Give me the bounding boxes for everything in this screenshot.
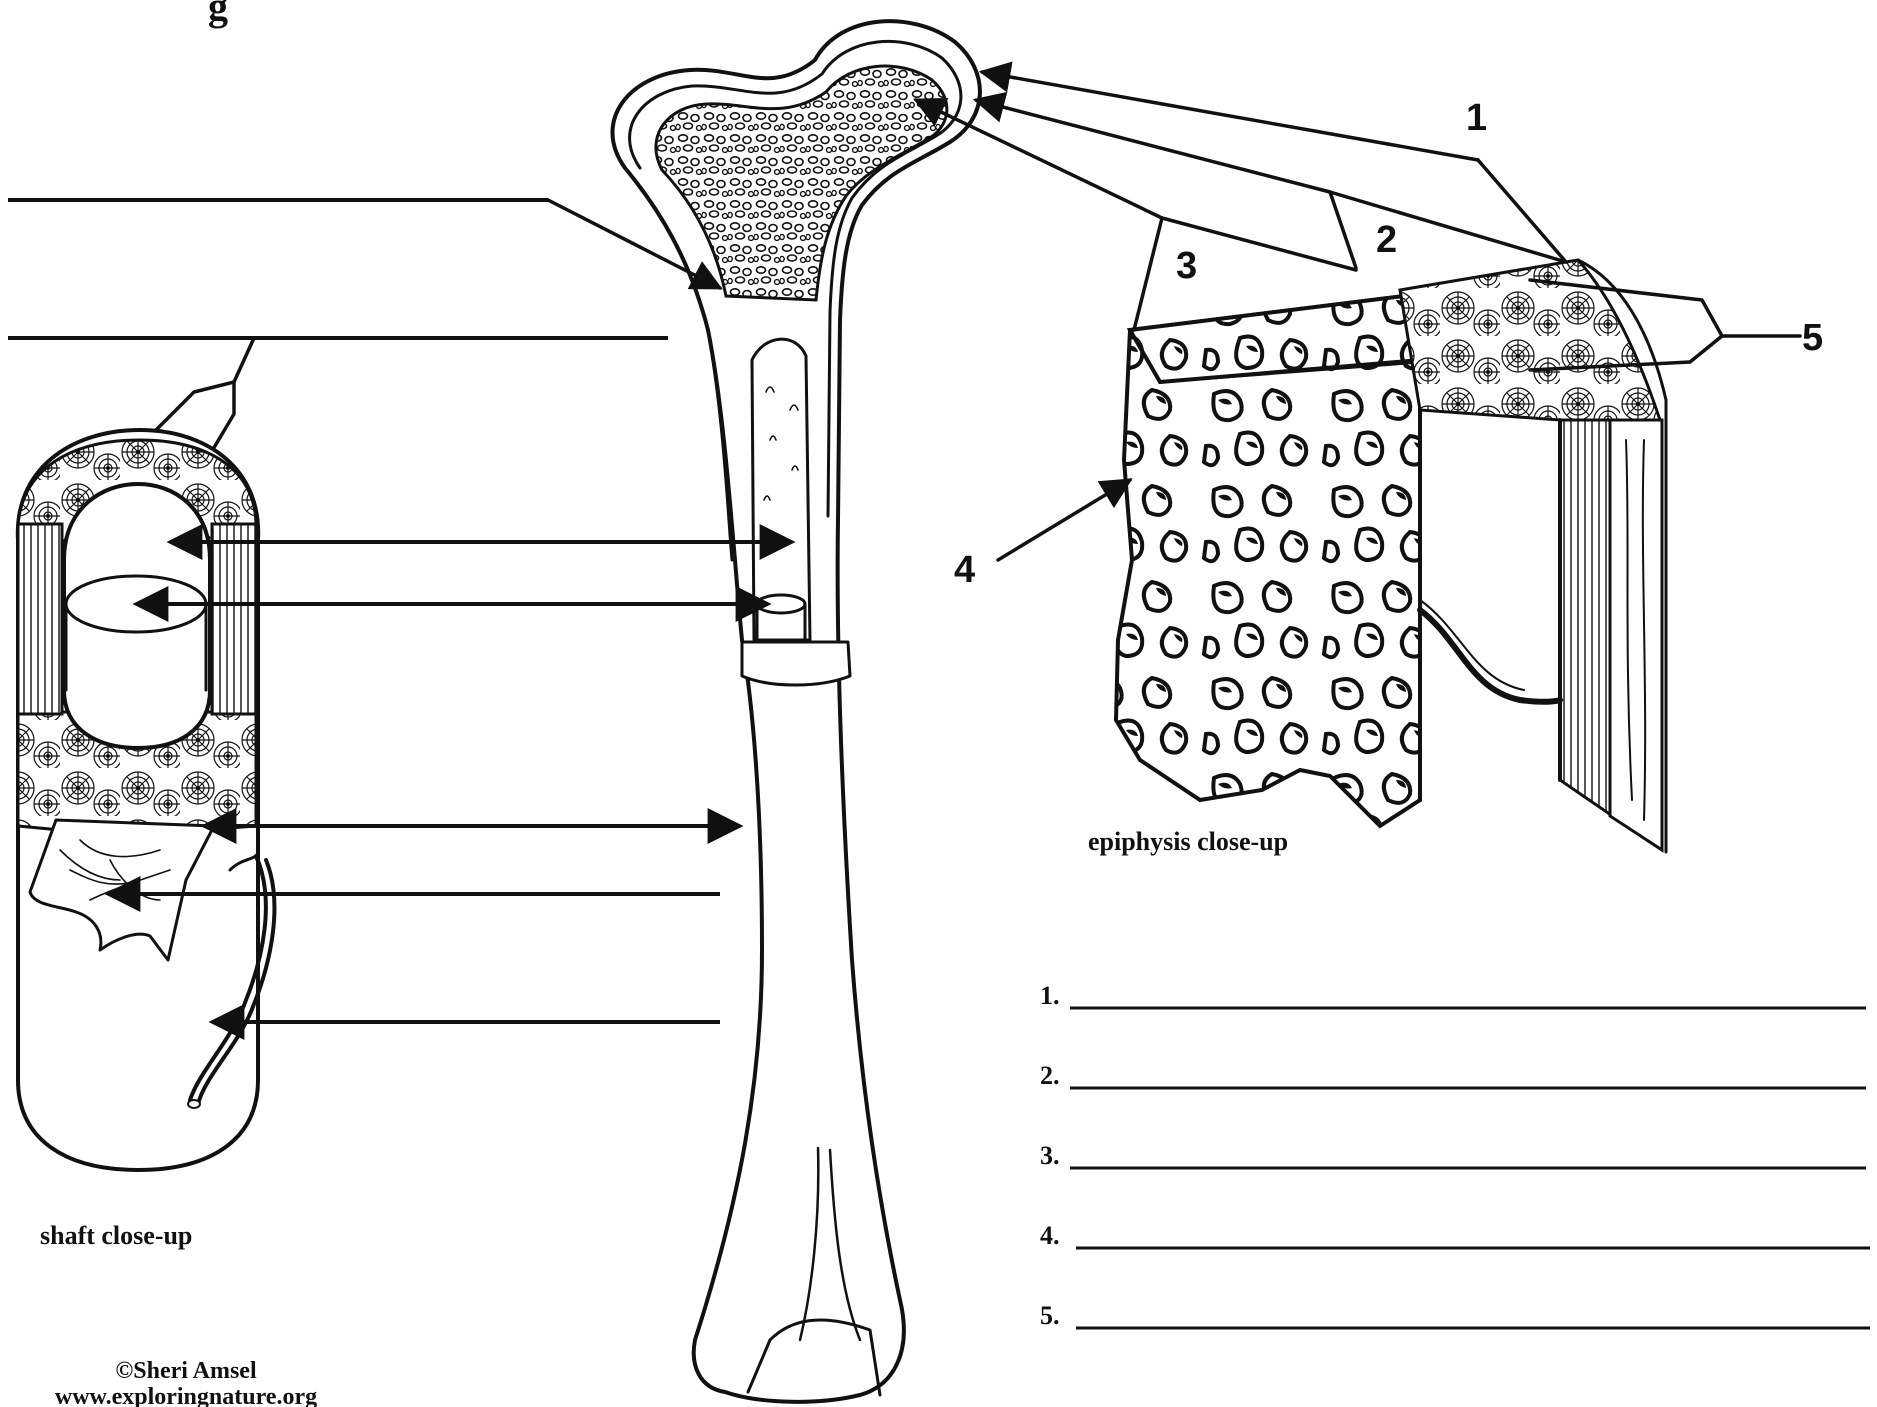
credit-website: www.exploringnature.org [55,1384,317,1407]
callout-number-2: 2 [1376,219,1397,261]
callout-number-1: 1 [1466,97,1487,139]
callout-number-4: 4 [954,549,975,591]
answer-number-3: 3. [1040,1141,1060,1170]
callout-number-3: 3 [1176,245,1197,287]
credit-author: ©Sheri Amsel [115,1358,257,1384]
title-fragment: g [208,0,228,29]
epiphysis-compact-bone [1400,260,1660,420]
answer-number-1: 1. [1040,981,1060,1010]
answer-number-4: 4. [1040,1221,1060,1250]
shaft-lamellae-right [212,524,256,714]
answer-blanks: 1. 2. 3. 4. 5. [1040,981,1870,1330]
epiphysis-caption: epiphysis close-up [1088,827,1288,856]
shaft-lamellae-left [18,524,62,714]
answer-number-5: 5. [1040,1301,1060,1330]
answer-number-2: 2. [1040,1061,1060,1090]
shaft-caption: shaft close-up [40,1221,192,1250]
epiphysis-closeup-illustration [1116,260,1666,852]
callout-number-5: 5 [1802,317,1823,359]
femur-illustration [612,21,979,1402]
